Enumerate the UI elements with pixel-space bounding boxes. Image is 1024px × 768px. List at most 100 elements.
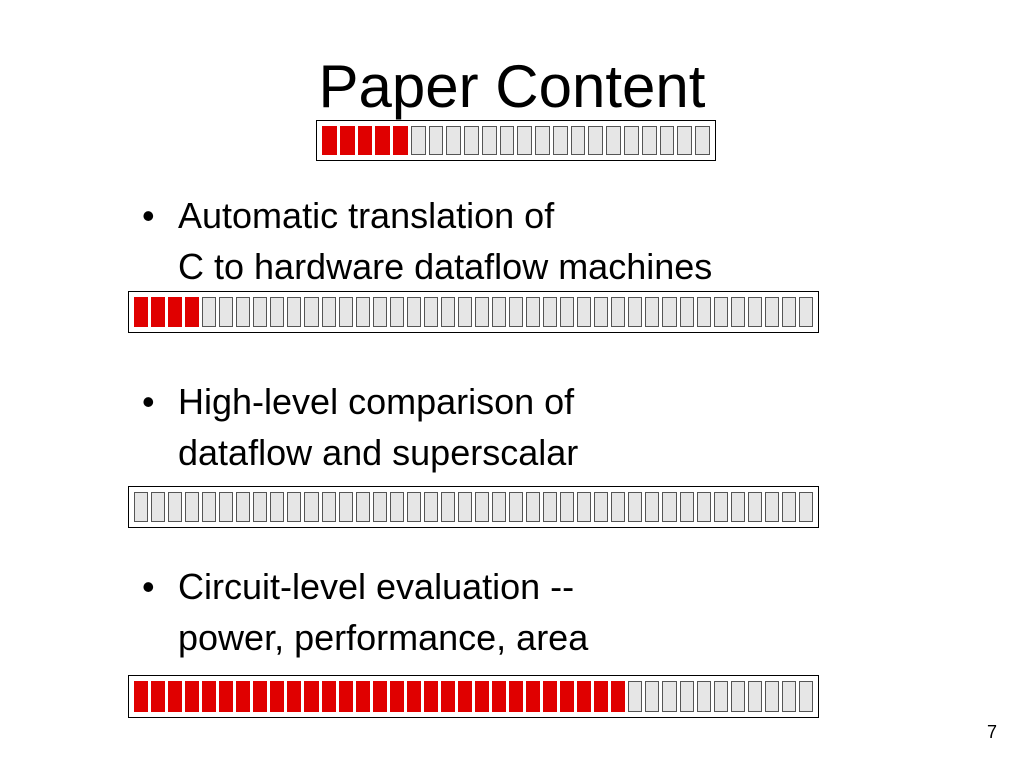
progress-segment-filled — [185, 297, 200, 327]
progress-segment-empty — [730, 681, 745, 712]
progress-segment-empty — [560, 492, 575, 522]
bullet-line: Circuit-level evaluation -- — [178, 566, 575, 607]
progress-segment-empty — [236, 492, 251, 522]
progress-segment-empty — [696, 297, 711, 327]
progress-segment-empty — [570, 126, 586, 155]
progress-segment-filled — [202, 681, 217, 712]
progress-segment-filled — [339, 126, 355, 155]
progress-segment-empty — [696, 681, 711, 712]
progress-segment-empty — [577, 297, 592, 327]
progress-segment-empty — [594, 492, 609, 522]
progress-segment-filled — [355, 681, 370, 712]
progress-segment-empty — [253, 492, 268, 522]
progress-segment-empty — [464, 126, 479, 155]
bullet-item-evaluation: • Circuit-level evaluation -- power, per… — [142, 561, 588, 663]
progress-segment-empty — [560, 297, 575, 327]
bullet-line: Automatic translation of — [178, 195, 555, 236]
progress-segment-empty — [713, 681, 728, 712]
progress-segment-empty — [457, 297, 472, 327]
progress-segment-filled — [151, 297, 166, 327]
progress-segment-filled — [491, 681, 507, 712]
progress-segment-empty — [662, 681, 677, 712]
progress-segment-filled — [134, 297, 149, 327]
progress-segment-empty — [747, 297, 762, 327]
progress-segment-empty — [679, 297, 694, 327]
progress-segment-empty — [679, 492, 694, 522]
progress-segment-filled — [236, 681, 251, 712]
progress-segment-empty — [628, 492, 643, 522]
progress-segment-empty — [730, 492, 745, 522]
progress-segment-filled — [594, 681, 609, 712]
progress-segment-filled — [253, 681, 268, 712]
progress-segment-empty — [410, 126, 426, 155]
progress-segment-filled — [151, 681, 166, 712]
progress-segment-filled — [321, 681, 336, 712]
progress-segment-empty — [236, 297, 251, 327]
progress-segment-filled — [560, 681, 575, 712]
progress-segment-empty — [535, 126, 550, 155]
progress-segment-empty — [606, 126, 622, 155]
progress-segment-empty — [185, 492, 200, 522]
progress-segment-empty — [338, 492, 353, 522]
bullet-line: dataflow and superscalar — [178, 432, 579, 473]
progress-segment-empty — [747, 681, 762, 712]
progress-segment-empty — [781, 297, 796, 327]
progress-segment-empty — [509, 297, 524, 327]
progress-segment-empty — [457, 492, 472, 522]
progress-segment-empty — [321, 492, 336, 522]
progress-segment-empty — [270, 297, 285, 327]
progress-segment-empty — [798, 492, 813, 522]
progress-segment-empty — [781, 681, 796, 712]
progress-segment-empty — [641, 126, 657, 155]
bullet-line: C to hardware dataflow machines — [178, 246, 713, 287]
progress-segment-filled — [577, 681, 592, 712]
progress-segment-empty — [577, 492, 592, 522]
bullet-marker: • — [142, 566, 155, 607]
progress-segment-empty — [440, 492, 455, 522]
progress-segment-empty — [588, 126, 604, 155]
progress-segment-filled — [611, 681, 626, 712]
progress-segment-empty — [798, 681, 813, 712]
progress-segment-filled — [134, 681, 149, 712]
progress-segment-empty — [747, 492, 762, 522]
progress-segment-empty — [594, 297, 609, 327]
progress-segment-filled — [168, 681, 183, 712]
progress-segment-empty — [713, 492, 728, 522]
bullet-item-translation: • Automatic translation of C to hardware… — [142, 190, 712, 292]
progress-segment-empty — [202, 297, 217, 327]
progress-segment-empty — [338, 297, 353, 327]
progress-segment-empty — [287, 297, 302, 327]
progress-segment-empty — [662, 297, 677, 327]
progress-segment-filled — [338, 681, 353, 712]
progress-segment-empty — [552, 126, 568, 155]
progress-segment-empty — [355, 492, 370, 522]
progress-segment-empty — [517, 126, 533, 155]
progress-segment-empty — [406, 492, 421, 522]
progress-segment-empty — [696, 492, 711, 522]
progress-segment-empty — [781, 492, 796, 522]
progress-segment-empty — [645, 492, 660, 522]
progress-segment-empty — [389, 492, 404, 522]
progress-segment-empty — [355, 297, 370, 327]
progress-segment-empty — [423, 297, 438, 327]
progress-segment-empty — [611, 297, 626, 327]
progress-segment-empty — [168, 492, 183, 522]
progress-segment-filled — [526, 681, 541, 712]
progress-segment-empty — [219, 297, 234, 327]
progress-segment-empty — [645, 681, 660, 712]
progress-segment-empty — [764, 492, 779, 522]
progress-segment-filled — [423, 681, 438, 712]
progress-segment-empty — [730, 297, 745, 327]
progress-segment-filled — [406, 681, 421, 712]
progress-segment-empty — [611, 492, 626, 522]
progress-segment-filled — [219, 681, 234, 712]
progress-segment-empty — [764, 297, 779, 327]
bullet-text: Automatic translation of C to hardware d… — [142, 190, 712, 292]
slide-title: Paper Content — [318, 53, 706, 120]
progress-segment-empty — [499, 126, 515, 155]
progress-segment-empty — [428, 126, 444, 155]
progress-segment-empty — [134, 492, 149, 522]
progress-segment-empty — [151, 492, 166, 522]
progress-segment-filled — [168, 297, 183, 327]
title-progress-bar — [316, 120, 716, 161]
